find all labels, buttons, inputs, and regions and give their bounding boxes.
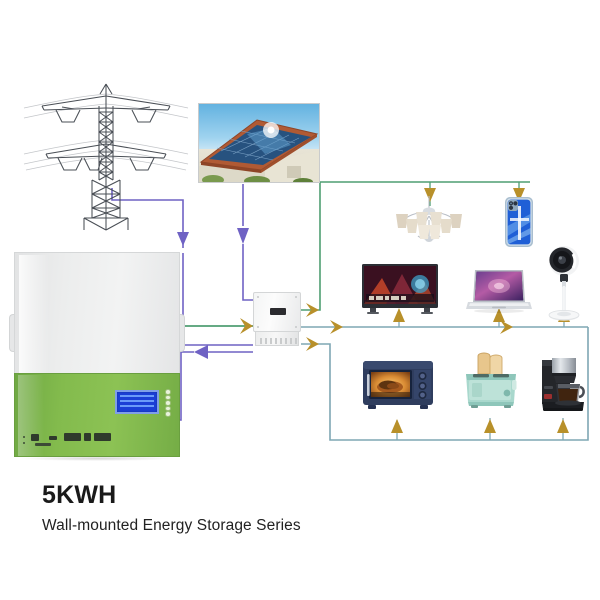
battery-charge-line [180, 318, 253, 334]
inverter-screw [295, 326, 297, 328]
status-led [165, 400, 171, 406]
arrow-left-battery-discharge [194, 345, 208, 359]
inverter-fin [270, 338, 272, 344]
port-wide [64, 433, 81, 441]
inverter-fin [275, 338, 277, 344]
toaster-oven-icon [363, 361, 433, 409]
inverter-fin [265, 338, 267, 344]
port-narrow [84, 433, 91, 441]
arrow-right-bottom-bus [306, 337, 319, 351]
transmission-tower [22, 62, 192, 240]
port-wide [94, 433, 111, 441]
page-title: 5KWH [42, 481, 117, 509]
inverter-screw [257, 296, 259, 298]
battery-discharge-line [180, 345, 253, 421]
inverter-fin [295, 338, 297, 344]
battery-sheen [19, 255, 49, 373]
bread-toaster [460, 352, 522, 410]
chandelier-icon [396, 196, 462, 242]
lcd-readout [120, 395, 154, 409]
status-led [165, 389, 171, 395]
smartphone [504, 196, 534, 248]
coffee-maker-icon [542, 358, 585, 411]
status-led [165, 411, 171, 417]
page-subtitle: Wall-mounted Energy Storage Series [42, 516, 301, 534]
arrow-up-toaster [484, 419, 496, 433]
inverter-body [253, 292, 301, 332]
battery-lower-panel [14, 373, 180, 457]
status-led-bank [165, 389, 172, 417]
smartphone-icon [505, 197, 533, 247]
inverter-fin [280, 338, 282, 344]
bread-toaster-icon [466, 352, 517, 408]
dip-switch [35, 443, 51, 446]
wall-mounted-battery [9, 252, 185, 461]
inverter-fin [285, 338, 287, 344]
battery-mount-left [9, 314, 17, 352]
inverter-screw [257, 326, 259, 328]
battery-shadow [20, 456, 174, 461]
arrow-right-middle-bus-2 [500, 320, 513, 334]
chandelier-light [388, 196, 470, 244]
pedestal-fan-icon [548, 246, 580, 321]
arrow-right-middle-bus [330, 320, 343, 334]
inverter-fin [290, 338, 292, 344]
pedestal-fan [543, 244, 585, 332]
arrow-up-coffee [557, 419, 569, 433]
coffee-maker [540, 356, 586, 412]
solar-dc-line [237, 184, 253, 301]
arrow-right-battery-charge [240, 318, 253, 334]
lcd-screen[interactable] [115, 390, 159, 414]
inverter-base [255, 331, 299, 346]
hybrid-inverter [253, 292, 301, 350]
inverter-screw [295, 296, 297, 298]
title-block: 5KWH Wall-mounted Energy Storage Series [42, 481, 442, 534]
laptop-icon [466, 270, 532, 313]
laptop-computer [466, 268, 532, 314]
status-led [165, 405, 171, 412]
inverter-display [270, 308, 286, 315]
port-small [49, 436, 57, 440]
inverter-fin [260, 338, 262, 344]
battery-sheen-green [18, 375, 44, 456]
solar-panel-house-photo [198, 103, 320, 183]
indicator-dot [23, 436, 25, 438]
port-small [31, 434, 39, 441]
arrow-right-top-bus [306, 303, 319, 317]
television [362, 264, 438, 316]
television-icon [362, 264, 438, 314]
arrow-down-solar [237, 228, 249, 244]
transmission-tower-icon [23, 83, 189, 231]
battery-mount-right [177, 314, 185, 352]
arrow-up-oven [391, 419, 403, 433]
toaster-oven [362, 358, 434, 412]
connector-port-row [23, 432, 123, 448]
indicator-dot [23, 442, 25, 444]
solar-house-illustration [199, 119, 319, 182]
battery-upper-panel [14, 252, 180, 374]
status-led [165, 394, 171, 401]
